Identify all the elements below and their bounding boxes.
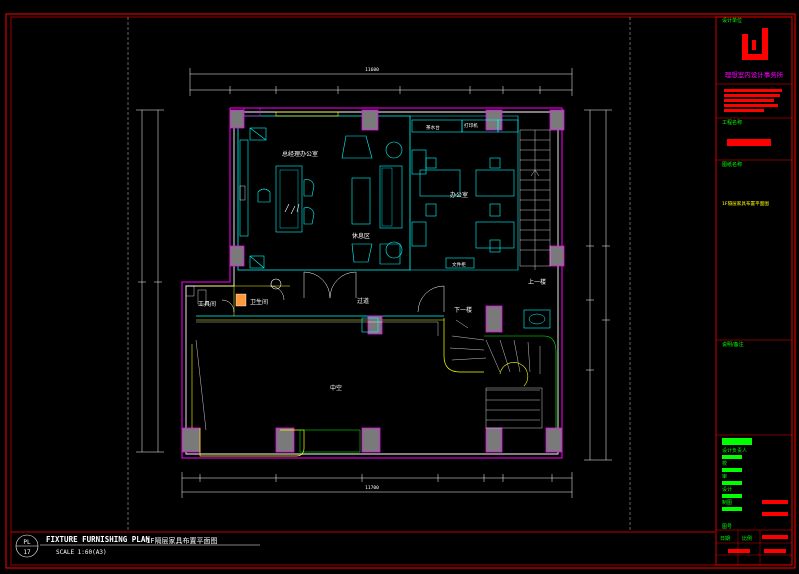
dimension-total-bottom: 11700 <box>365 485 379 491</box>
firm-logo <box>742 28 768 60</box>
label-gm-office: 总经理办公室 <box>282 150 318 158</box>
drawing-no-label: 图号 <box>722 524 732 530</box>
label-file-cabinet: 文件柜 <box>452 261 466 268</box>
atrium-edge <box>299 429 361 453</box>
atrium-railing-left <box>199 428 305 457</box>
gm-office-wall <box>237 115 411 271</box>
label-printer: 打印机 <box>464 122 478 129</box>
signature-rows: 设计负责人 校 审 设计 制图 图号 日期 比例 <box>720 438 788 553</box>
title-chinese: 1F隔层家具布置平面图 <box>146 536 217 545</box>
date-label: 日期 <box>720 536 730 542</box>
doors <box>221 271 445 313</box>
office-wall <box>410 115 519 271</box>
window-top <box>275 111 339 117</box>
exterior-wall <box>185 111 559 455</box>
restroom-fixtures <box>185 278 282 307</box>
title-scale: SCALE 1:60(A3) <box>56 549 107 556</box>
firm-info-redacted <box>724 89 782 112</box>
label-tool-room: 工具间 <box>198 300 216 308</box>
sheet-number: 17 <box>23 549 31 556</box>
drawing-title: PL 17 FIXTURE FURNISHING PLAN 1F隔层家具布置平面… <box>15 534 260 558</box>
proof-label: 校 <box>722 460 727 467</box>
label-tea-bar: 茶水台 <box>426 124 440 131</box>
title-block: 设计单位 理想室内设计事务所 工程名称 图纸名称 1F隔层家具布置平面图 说明/… <box>715 16 793 566</box>
design-unit-label: 设计单位 <box>722 17 742 24</box>
outer-frame <box>5 13 796 569</box>
label-office: 办公室 <box>450 191 468 199</box>
room-labels: 总经理办公室 办公室 休息区 过道 卫生间 工具间 中空 下一楼 上一楼 文件柜… <box>198 122 546 392</box>
firm-name: 理想室内设计事务所 <box>725 70 784 79</box>
label-atrium: 中空 <box>330 384 342 392</box>
desk-accessories <box>284 203 300 215</box>
notes-label: 说明/备注 <box>722 341 744 348</box>
sheet-code: PL <box>23 539 31 546</box>
dimensions-left <box>136 109 164 453</box>
office-furniture <box>411 119 519 269</box>
scale-label: 比例 <box>742 535 752 542</box>
dimension-total-top: 11600 <box>365 67 379 73</box>
columns <box>181 109 565 453</box>
label-down-stairs: 下一楼 <box>454 306 472 314</box>
label-corridor: 过道 <box>357 297 369 305</box>
outer-boundary <box>181 107 563 459</box>
dimensions-bottom <box>181 472 573 498</box>
label-restroom: 卫生间 <box>250 298 268 306</box>
project-name-redacted <box>727 139 771 146</box>
draw-label: 制图 <box>722 499 732 506</box>
gm-office-furniture <box>239 127 403 269</box>
responsible-label: 设计负责人 <box>722 447 747 454</box>
project-name-label: 工程名称 <box>722 119 742 126</box>
label-up-stairs: 上一楼 <box>528 278 546 286</box>
drawing-name-value: 1F隔层家具布置平面图 <box>722 200 769 207</box>
label-lounge: 休息区 <box>352 232 370 240</box>
dimensions-top <box>189 68 573 96</box>
dimensions-right <box>584 109 612 461</box>
design-label: 设计 <box>722 486 732 493</box>
drawing-name-label: 图纸名称 <box>722 161 742 168</box>
stairs-down <box>443 309 557 429</box>
title-english: FIXTURE FURNISHING PLAN <box>46 535 150 544</box>
check-label: 审 <box>722 473 727 480</box>
stairs-up <box>519 129 551 270</box>
floor-plan <box>181 107 565 459</box>
